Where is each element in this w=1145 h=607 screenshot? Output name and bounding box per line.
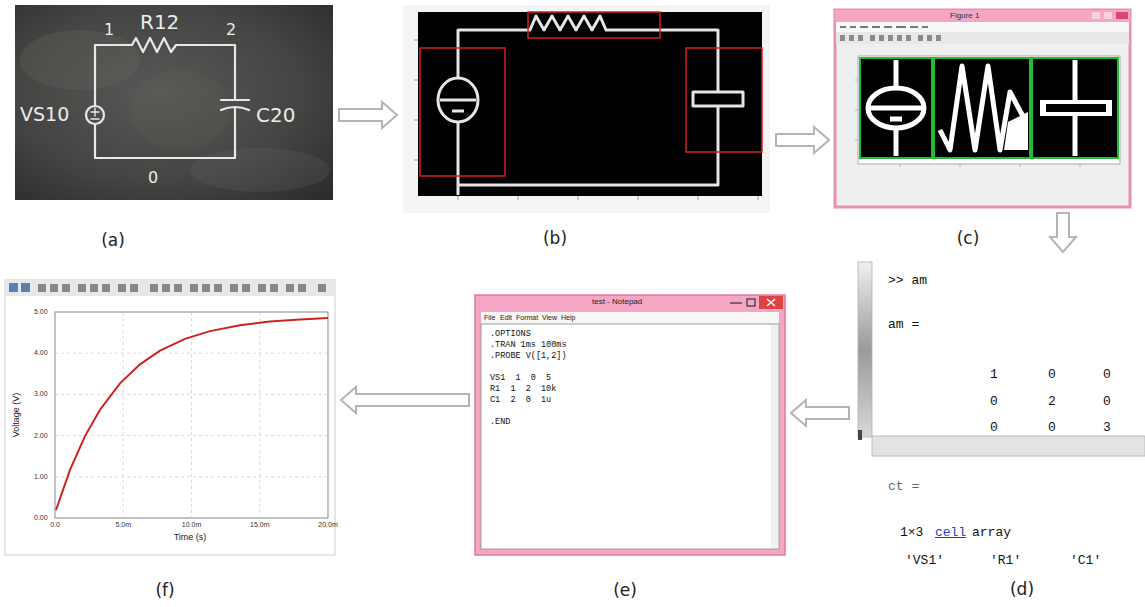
- axis-title: Time (s): [174, 533, 207, 542]
- simulation-plot: [5, 280, 335, 555]
- figure-panel: (f): [5, 280, 335, 555]
- netlist-line: .TRAN 1ms 100ms: [490, 341, 567, 350]
- cell-link: cell: [935, 526, 966, 539]
- flow-arrow: [776, 127, 829, 153]
- tick-label: 5.00: [34, 308, 48, 315]
- netlist-line: .OPTIONS: [490, 330, 531, 339]
- matrix-cell: 0: [1048, 421, 1056, 434]
- axis-title: Voltage (V): [12, 393, 21, 438]
- tick-label: 0.0: [50, 521, 60, 528]
- matrix-cell: 0: [1103, 395, 1111, 408]
- figure-panel: (d): [855, 258, 1145, 572]
- figure-window: [835, 10, 1130, 207]
- figure-panel: (c): [835, 10, 1130, 207]
- tick-label: 3.00: [34, 390, 48, 397]
- menu-item: Format: [516, 314, 538, 321]
- panel-caption: (d): [1010, 579, 1034, 599]
- chalkboard-photo: [15, 5, 333, 200]
- window-title: Figure 1: [950, 12, 979, 20]
- panel-caption: (b): [543, 228, 567, 248]
- panel-caption: (a): [101, 230, 125, 250]
- tick-label: 5.0m: [115, 521, 131, 528]
- flow-arrow: [791, 400, 849, 426]
- menu-item: File: [484, 314, 495, 321]
- tick-label: 2.00: [34, 432, 48, 439]
- window-title: test - Notepad: [592, 298, 642, 306]
- binary-image: [403, 5, 770, 213]
- flow-arrow: [339, 102, 397, 128]
- cell-size: 1×3: [900, 526, 923, 539]
- cell-type: array: [972, 526, 1011, 539]
- notepad-window: [475, 295, 785, 555]
- flow-arrow: [341, 387, 469, 413]
- variable-name: am =: [888, 318, 919, 331]
- menu-item: Edit: [500, 314, 512, 321]
- node-number: 1: [104, 22, 114, 38]
- netlist-line: C1 2 0 1u: [490, 396, 551, 405]
- panel-caption: (f): [155, 580, 174, 600]
- tick-label: 0.00: [34, 514, 48, 521]
- matrix-cell: 2: [1048, 395, 1056, 408]
- component-label: VS10: [20, 105, 69, 124]
- netlist-line: VS1 1 0 5: [490, 374, 551, 383]
- tick-label: 4.00: [34, 349, 48, 356]
- panel-caption: (c): [957, 228, 980, 248]
- netlist-line: .PROBE V([1,2]): [490, 352, 567, 361]
- command-prompt: >> am: [888, 274, 927, 287]
- flow-arrow: [1050, 213, 1076, 252]
- variable-name: ct =: [888, 480, 919, 493]
- command-window: [855, 258, 1145, 572]
- cell-value: 'VS1': [905, 554, 944, 567]
- netlist-line: R1 1 2 10k: [490, 385, 556, 394]
- tick-label: 20.0m: [318, 521, 337, 528]
- panel-caption: (e): [613, 580, 637, 600]
- component-label: C20: [256, 105, 295, 125]
- matrix-cell: 0: [1048, 368, 1056, 381]
- matrix-cell: 0: [1103, 368, 1111, 381]
- menu-item: View: [542, 314, 557, 321]
- tick-label: 15.0m: [250, 521, 269, 528]
- matrix-cell: 0: [990, 395, 998, 408]
- figure-panel: (b): [403, 5, 770, 213]
- menu-item: Help: [561, 314, 575, 321]
- cell-value: 'R1': [990, 554, 1021, 567]
- cell-value: 'C1': [1070, 554, 1101, 567]
- node-number: 0: [148, 170, 158, 186]
- node-number: 2: [226, 22, 236, 38]
- tick-label: 10.0m: [182, 521, 201, 528]
- figure-panel: (a): [15, 5, 333, 200]
- tick-label: 1.00: [34, 473, 48, 480]
- netlist-line: .END: [490, 418, 510, 427]
- matrix-cell: 0: [990, 421, 998, 434]
- component-label: R12: [140, 12, 179, 32]
- matrix-cell: 1: [990, 368, 998, 381]
- matrix-cell: 3: [1103, 421, 1111, 434]
